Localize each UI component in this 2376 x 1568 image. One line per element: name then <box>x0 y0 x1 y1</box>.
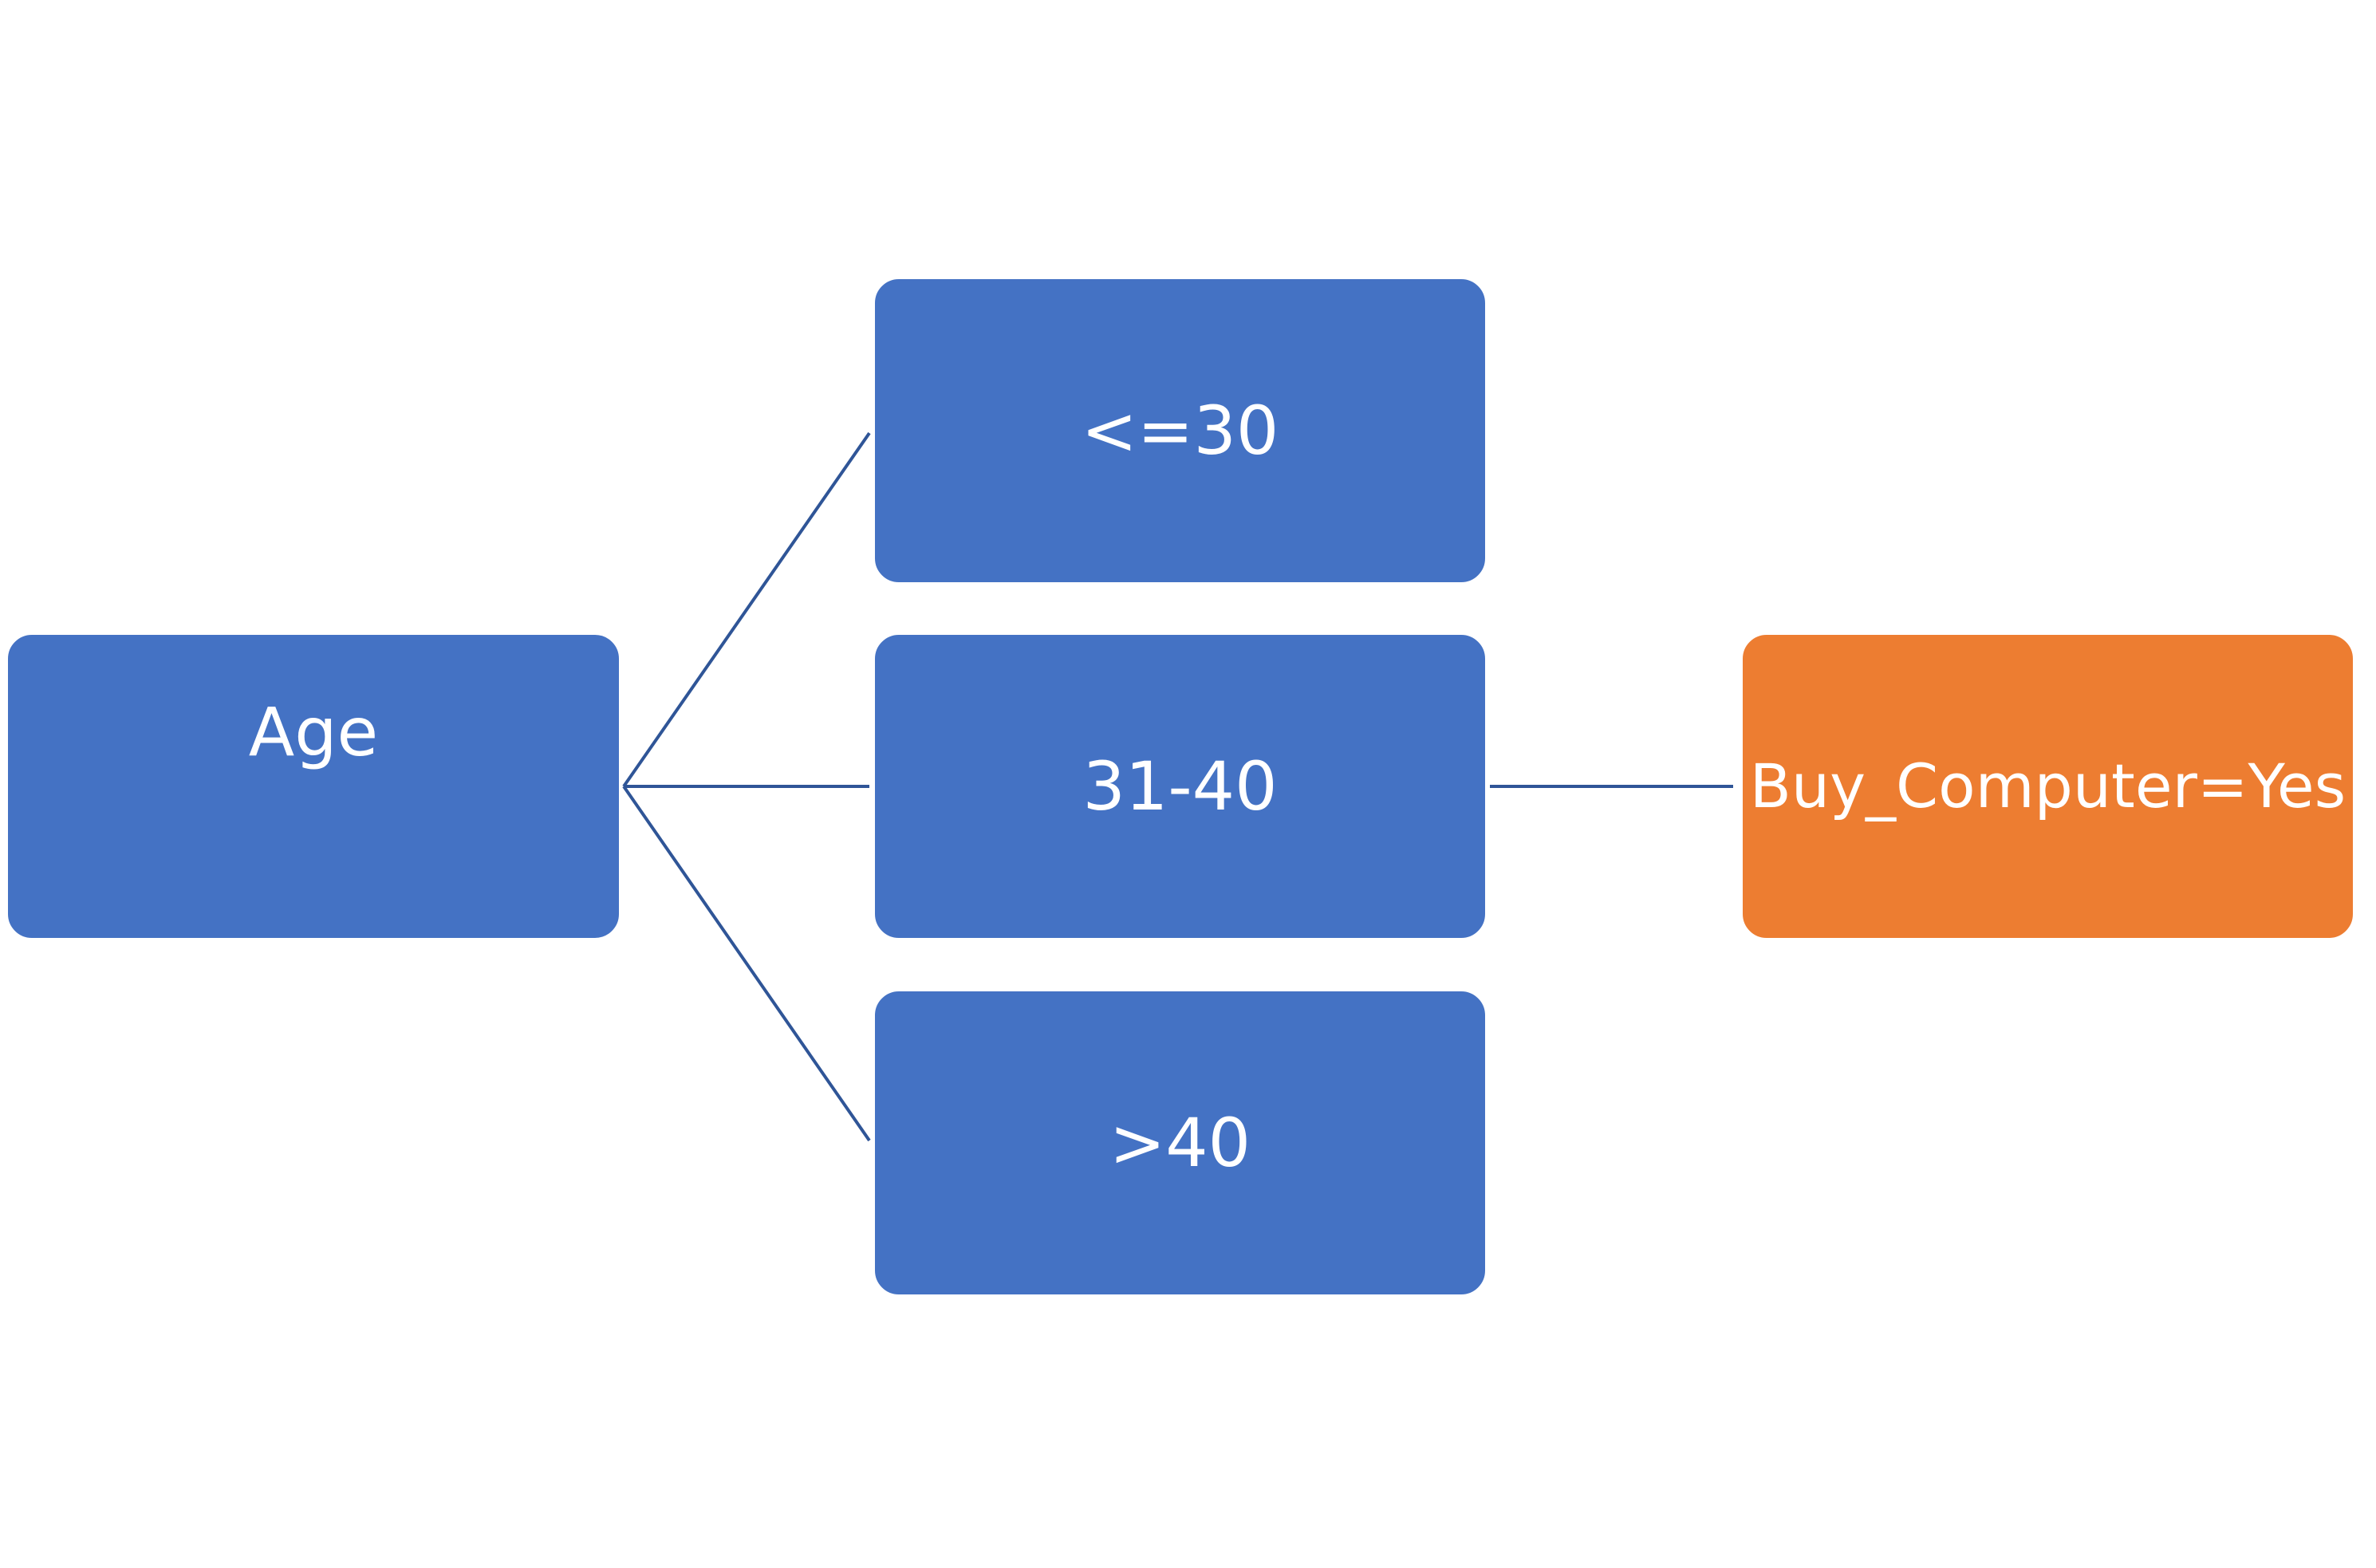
node-age-label: Age <box>248 693 379 771</box>
node-age-le30-label: <=30 <box>1081 392 1279 470</box>
node-age: Age <box>5 632 622 941</box>
node-age-gt40-label: >40 <box>1109 1104 1251 1182</box>
node-buy-computer-yes: Buy_Computer=Yes <box>1740 632 2356 941</box>
node-age-le30: <=30 <box>872 276 1488 585</box>
node-age-gt40: >40 <box>872 988 1488 1298</box>
node-age-31-40: 31-40 <box>872 632 1488 941</box>
connector-age-to-le30 <box>622 431 871 788</box>
node-buy-computer-yes-label: Buy_Computer=Yes <box>1749 751 2346 821</box>
node-age-31-40-label: 31-40 <box>1082 747 1278 825</box>
connector-age-to-gt40 <box>622 785 871 1142</box>
